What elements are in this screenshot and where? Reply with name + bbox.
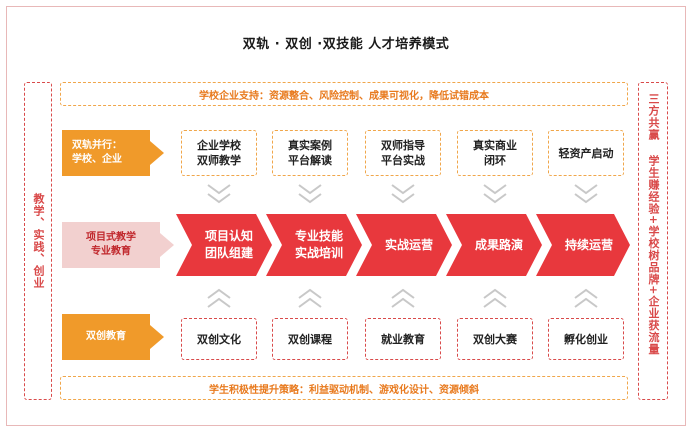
box-line: 轻资产启动: [558, 146, 614, 160]
project-teaching-label-line2: 专业教育: [91, 246, 131, 257]
innovation-box: 双创文化: [181, 318, 257, 360]
stage-line: 专业技能: [294, 229, 343, 243]
stage-arrow-4: [446, 214, 542, 276]
stage-arrow-5: [536, 214, 630, 276]
chevron-down-icon: [483, 184, 507, 204]
diagram-title: 双轨 · 双创 ·双技能 人才培养模式: [242, 37, 450, 52]
innovation-box: 双创大赛: [457, 318, 533, 360]
dual-track-label-arrow: [150, 141, 164, 165]
project-teaching-label: 项目式教学 专业教育: [62, 222, 160, 268]
dual-track-box: 真实案例平台解读: [272, 130, 348, 176]
top-support-banner: 学校企业支持：资源整合、风险控制、成果可视化，降低试错成本: [60, 82, 628, 106]
stage-line: 实战培训: [294, 246, 343, 260]
chevron-down-icon: [298, 184, 322, 204]
dual-track-box: 双师指导平台实战: [365, 130, 441, 176]
box-line: 企业学校: [197, 139, 241, 152]
left-side-label: 教学、实践、创业: [24, 82, 52, 400]
innovation-box: 就业教育: [365, 318, 441, 360]
stage-label: 实战运营: [384, 237, 433, 252]
stage-arrow-1: [176, 214, 272, 276]
project-teaching-label-line1: 项目式教学: [86, 232, 136, 243]
box-line: 平台解读: [288, 154, 332, 167]
box-line: 闭环: [484, 154, 506, 167]
stage-label: 持续运营: [564, 237, 613, 252]
right-side-title: 三方共赢: [647, 93, 660, 141]
innovation-label: 双创教育: [62, 314, 150, 360]
dual-track-label-line1: 双轨并行：: [72, 140, 122, 151]
stage-label: 成果路演: [474, 237, 523, 252]
stage-label: 专业技能实战培训: [274, 214, 364, 276]
right-side-panel: 三方共赢 学生赚经验+学校树品牌+企业获流量: [638, 82, 668, 400]
bottom-strategy-banner: 学生积极性提升策略：利益驱动机制、游戏化设计、资源倾斜: [60, 376, 628, 400]
dual-track-box: 企业学校双师教学: [181, 130, 257, 176]
stage-arrow-3: [356, 214, 452, 276]
project-teaching-label-arrow: [160, 233, 174, 257]
stage-line: 项目认知: [204, 229, 253, 243]
chevron-up-icon: [207, 288, 231, 308]
chevron-up-icon: [391, 288, 415, 308]
chevron-up-icon: [574, 288, 598, 308]
stage-label: 项目认知团队组建: [184, 214, 274, 276]
chevron-up-icon: [483, 288, 507, 308]
chevron-down-icon: [391, 184, 415, 204]
chevron-up-icon: [298, 288, 322, 308]
chevron-down-icon: [574, 184, 598, 204]
dual-track-label-line2: 学校、企业: [72, 154, 122, 165]
stage-arrow-chain: [176, 214, 630, 276]
right-side-detail: 学生赚经验+学校树品牌+企业获流量: [647, 155, 660, 356]
chevron-down-icon: [207, 184, 231, 204]
box-line: 真实商业: [473, 139, 517, 152]
innovation-box: 孵化创业: [548, 318, 624, 360]
stage-line: 团队组建: [204, 246, 253, 260]
innovation-box: 双创课程: [272, 318, 348, 360]
stage-arrow-2: [266, 214, 362, 276]
innovation-label-arrow: [150, 325, 164, 349]
box-line: 真实案例: [288, 139, 332, 152]
box-line: 双师教学: [197, 154, 241, 167]
box-line: 双师指导: [381, 139, 425, 152]
dual-track-box: 真实商业闭环: [457, 130, 533, 176]
dual-track-label: 双轨并行： 学校、企业: [62, 130, 150, 176]
box-line: 平台实战: [381, 154, 425, 167]
dual-track-box: 轻资产启动: [548, 130, 624, 176]
